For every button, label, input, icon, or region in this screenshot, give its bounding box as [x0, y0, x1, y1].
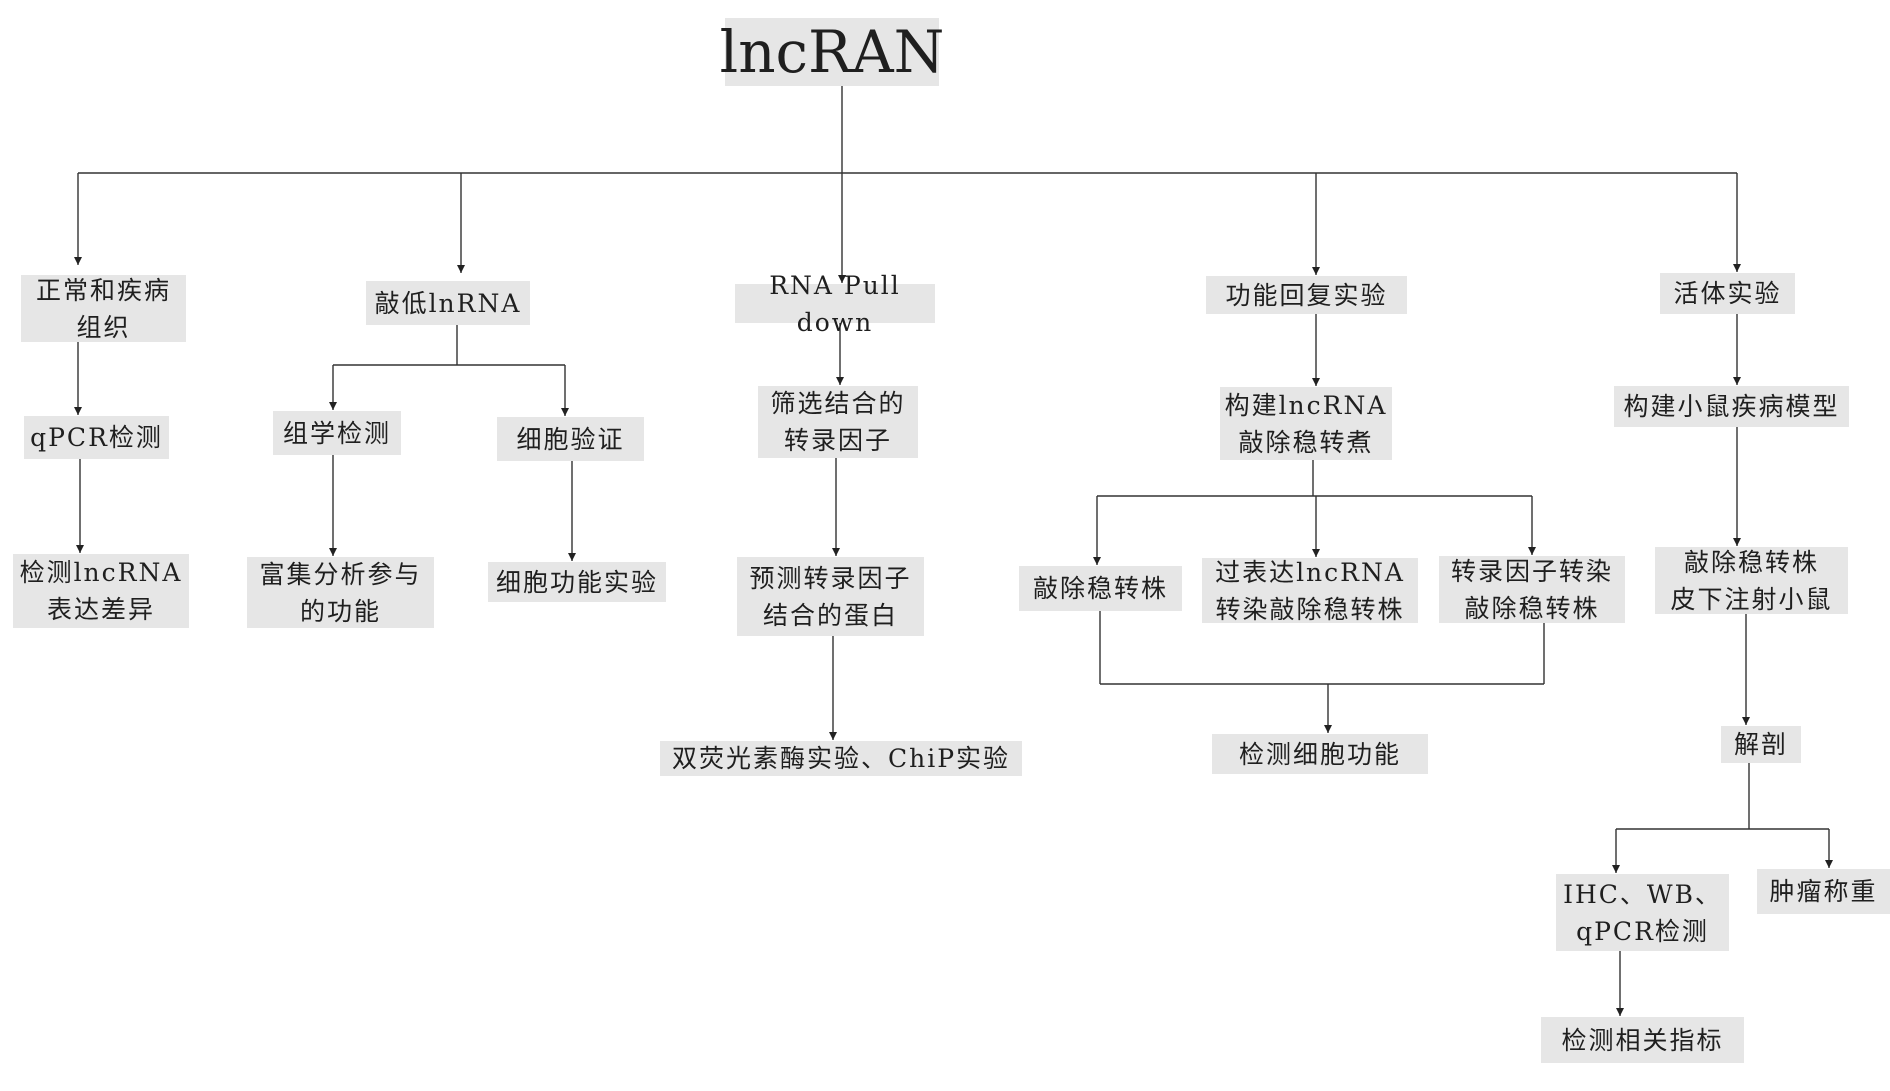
node-screen-transcription-factors: 筛选结合的 转录因子 — [758, 386, 918, 458]
node-enrichment-analysis: 富集分析参与 的功能 — [247, 557, 434, 628]
node-qpcr-detection: qPCR检测 — [24, 416, 169, 459]
node-tumor-weighing: 肿瘤称重 — [1757, 869, 1890, 914]
node-knockdown-lnrna: 敲低lnRNA — [366, 281, 530, 325]
node-lncrna-expression-difference: 检测lncRNA 表达差异 — [13, 554, 189, 628]
node-predict-binding-proteins: 预测转录因子 结合的蛋白 — [737, 557, 924, 636]
node-detect-related-indicators: 检测相关指标 — [1541, 1017, 1744, 1063]
node-cell-validation: 细胞验证 — [497, 417, 644, 461]
node-dissection: 解剖 — [1721, 726, 1801, 763]
node-in-vivo-experiment: 活体实验 — [1660, 273, 1795, 314]
node-overexpress-lncrna-transfection: 过表达lncRNA 转染敲除稳转株 — [1202, 558, 1418, 624]
node-detect-cell-function: 检测细胞功能 — [1212, 734, 1428, 774]
node-subcutaneous-injection: 敲除稳转株 皮下注射小鼠 — [1655, 547, 1848, 614]
node-ihc-wb-qpcr: IHC、WB、 qPCR检测 — [1556, 874, 1729, 951]
node-cell-function-experiment: 细胞功能实验 — [488, 562, 666, 602]
node-knockout-stable-line: 敲除稳转株 — [1019, 566, 1182, 611]
node-rna-pull-down: RNA Pull down — [735, 271, 935, 337]
node-function-rescue-experiment: 功能回复实验 — [1206, 276, 1407, 314]
node-luciferase-chip-experiment: 双荧光素酶实验、ChiP实验 — [660, 741, 1022, 776]
node-mouse-disease-model: 构建小鼠疾病模型 — [1614, 386, 1849, 427]
node-omics-detection: 组学检测 — [273, 411, 401, 455]
node-tf-transfection-knockout: 转录因子转染 敲除稳转株 — [1439, 556, 1625, 623]
root-node: lncRAN — [719, 18, 945, 86]
node-normal-and-disease-tissue: 正常和疾病 组织 — [21, 275, 186, 342]
node-construct-lncrna-knockout: 构建lncRNA 敲除稳转煮 — [1220, 387, 1392, 460]
